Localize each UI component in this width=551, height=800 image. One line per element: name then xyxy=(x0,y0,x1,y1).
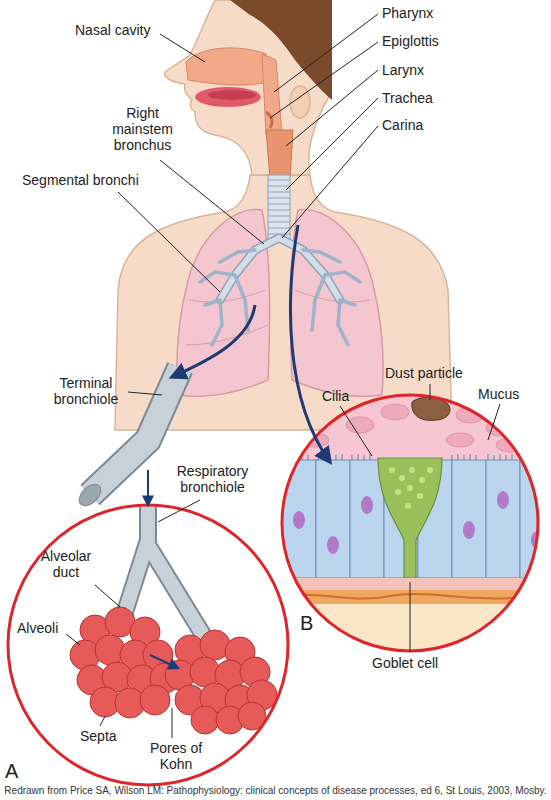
part-label: Epiglottis xyxy=(382,33,439,49)
part-label: Mucus xyxy=(478,386,519,402)
part-label: Segmental bronchi xyxy=(22,172,139,188)
part-label: Nasal cavity xyxy=(75,22,150,38)
part-label: Dust particle xyxy=(385,365,463,381)
part-label: Alveolar duct xyxy=(30,548,102,580)
part-label: Trachea xyxy=(382,90,433,106)
part-label: Right mainstem bronchus xyxy=(105,105,180,153)
panel-letter: A xyxy=(5,760,18,782)
part-label: Pharynx xyxy=(382,5,433,21)
part-label: Cilia xyxy=(322,388,349,404)
part-label: Alveoli xyxy=(17,620,58,636)
part-label: Terminal bronchiole xyxy=(45,375,127,407)
part-label: Carina xyxy=(382,117,423,133)
part-label: Pores of Kohn xyxy=(145,740,207,772)
part-label: Respiratory bronchiole xyxy=(165,463,260,495)
part-label: Larynx xyxy=(382,62,424,78)
part-label: Septa xyxy=(80,728,117,744)
source-caption: Redrawn from Price SA, Wilson LM: Pathop… xyxy=(3,785,548,797)
panel-letter: B xyxy=(300,612,313,634)
part-label: Goblet cell xyxy=(372,655,438,671)
